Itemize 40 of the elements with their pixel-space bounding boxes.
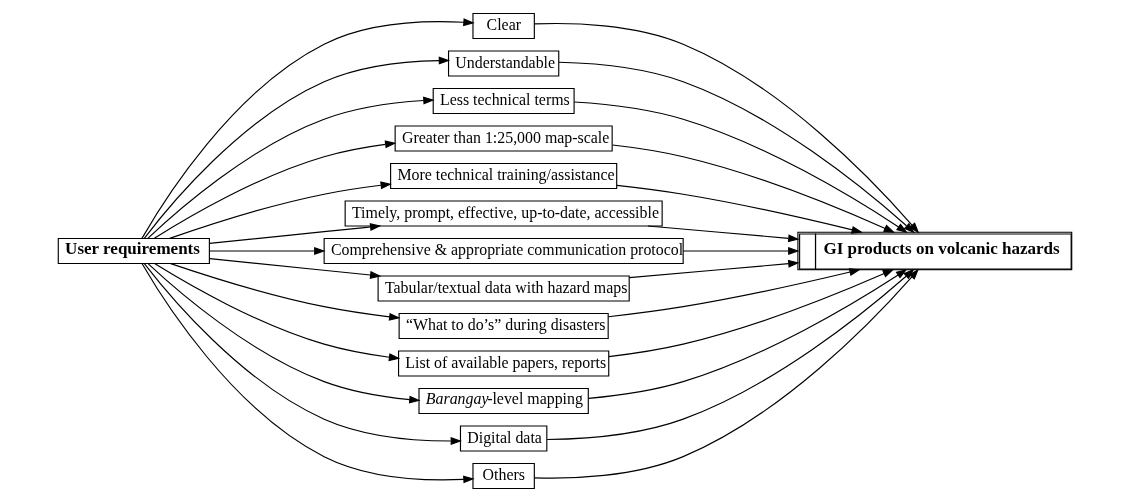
node-box: Digital data xyxy=(459,424,548,452)
arrow xyxy=(546,268,915,440)
node-box: More technical training/assistance xyxy=(390,162,618,189)
arrow xyxy=(169,180,392,239)
arrow xyxy=(608,268,895,357)
arrow xyxy=(533,22,920,233)
node-box: List of available papers, reports xyxy=(398,349,610,377)
arrow xyxy=(153,139,397,239)
node-box: Clear xyxy=(472,12,535,39)
arrow xyxy=(141,262,475,483)
arrow xyxy=(628,259,800,278)
node-box: Comprehensive & appropriate communication protocol xyxy=(323,237,684,264)
arrow xyxy=(143,262,462,445)
node-box: User requirements xyxy=(57,237,210,264)
arrow xyxy=(573,100,908,233)
node-box: “What to do’s” during disasters xyxy=(398,312,609,339)
arrow xyxy=(208,222,382,244)
arrow xyxy=(209,246,326,255)
arrow xyxy=(588,268,908,399)
arrow xyxy=(558,61,915,233)
arrow xyxy=(612,143,896,233)
arrow xyxy=(154,262,401,361)
node-box: Timely, prompt, effective, up-to-date, accessible xyxy=(344,199,663,227)
arrow xyxy=(141,17,475,239)
arrow xyxy=(143,56,451,239)
node-box: Others xyxy=(472,462,535,489)
arrow xyxy=(170,262,401,321)
arrow xyxy=(607,267,861,317)
arrow xyxy=(209,257,382,279)
arrow xyxy=(147,96,435,239)
arrow xyxy=(616,184,863,234)
node-box: Greater than 1:25,000 map-scale xyxy=(394,124,613,152)
arrow xyxy=(147,262,421,404)
arrow xyxy=(533,268,919,479)
node-box: Barangay-level mapping xyxy=(418,387,589,414)
node-box: Tabular/textual data with hazard maps xyxy=(377,274,630,302)
node-box: Less technical terms xyxy=(432,87,575,114)
arrow xyxy=(647,224,800,242)
node-box: Understandable xyxy=(447,49,560,77)
arrow xyxy=(682,246,800,255)
